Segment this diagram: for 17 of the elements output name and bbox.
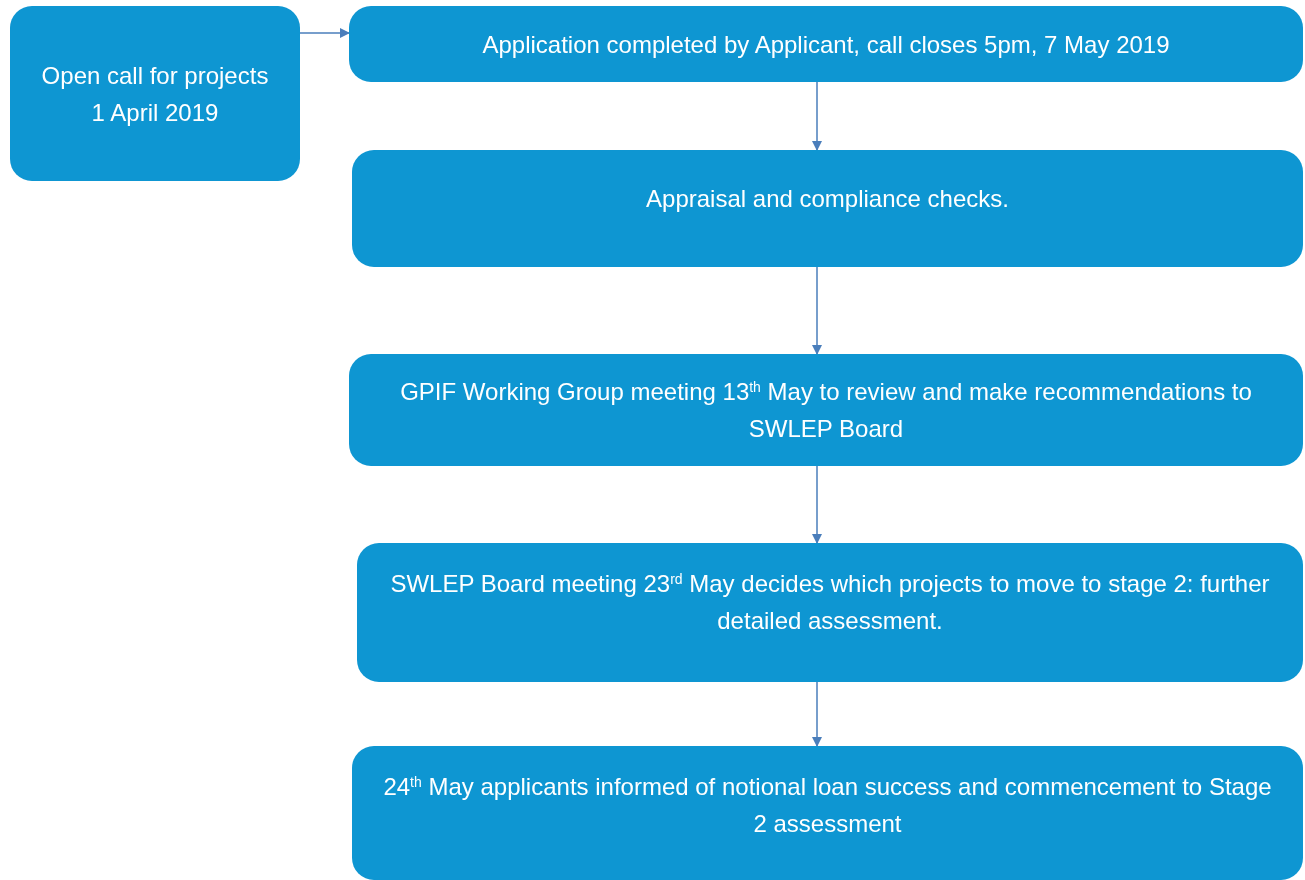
process-box bbox=[349, 354, 1303, 466]
arrow bbox=[812, 266, 822, 355]
arrow bbox=[812, 681, 822, 747]
box-text: Appraisal and compliance checks. bbox=[646, 184, 1009, 214]
arrow bbox=[812, 465, 822, 544]
box-text: Application completed by Applicant, call closes 5pm, 7 May 2019 bbox=[482, 29, 1170, 60]
box-text: GPIF Working Group meeting 13$^{th}$ May to review and make recommendations to SWLEP Board bbox=[399, 377, 1253, 444]
arrow bbox=[299, 28, 350, 38]
process-box bbox=[352, 746, 1303, 880]
box-text: Open call for projects 1 April 2019 bbox=[40, 60, 270, 128]
box-text: SWLEP Board meeting 23$^{rd}$ May decides which projects to move to stage 2: further detailed assessment. bbox=[389, 569, 1271, 636]
process-box bbox=[352, 150, 1303, 267]
process-box bbox=[10, 6, 300, 181]
arrow bbox=[812, 81, 822, 151]
process-box bbox=[349, 6, 1303, 82]
process-box bbox=[357, 543, 1303, 682]
box-text: 24$^{th}$ May applicants informed of notional loan success and commencement to Stage 2 assessment bbox=[382, 772, 1273, 839]
